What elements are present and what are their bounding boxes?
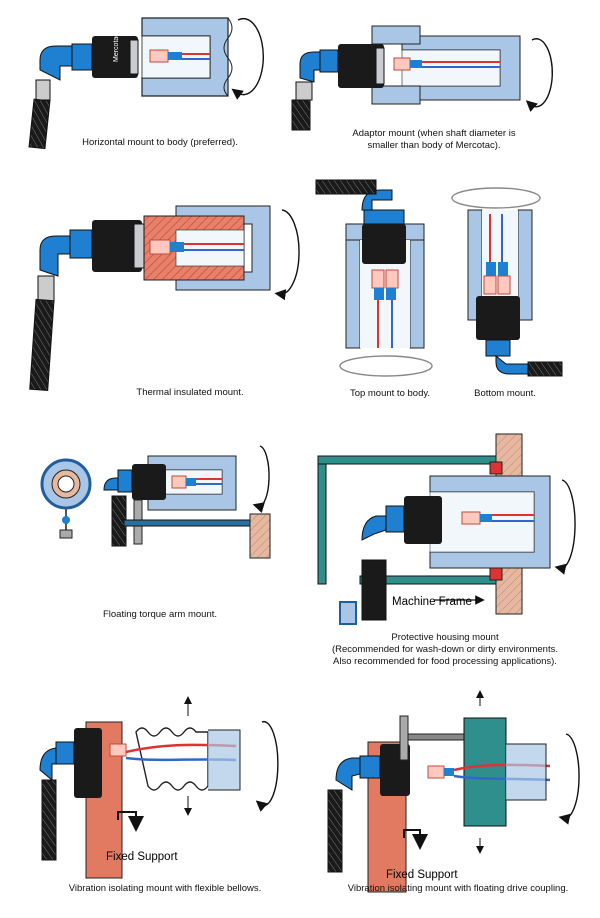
diagram-top-mount	[315, 179, 433, 377]
rotation-arrow-icon	[252, 445, 270, 513]
rotation-arrow-icon	[554, 479, 576, 575]
rotation-arrow-icon	[255, 720, 279, 812]
diagram-thermal-mount	[29, 205, 300, 392]
label-machine-frame: Machine Frame	[392, 596, 472, 608]
caption-top-mount: Top mount to body.	[349, 388, 431, 399]
rotation-arrow-icon	[558, 733, 580, 825]
caption-thermal: Thermal insulated mount.	[136, 387, 244, 398]
caption-bottom-mount: Bottom mount.	[474, 388, 536, 399]
diagram-adaptor-mount	[291, 25, 554, 131]
rotation-arrow-icon	[274, 209, 300, 301]
caption-protective-line2: (Recommended for wash-down or dirty envi…	[332, 644, 558, 655]
brand-label: Mercotac	[113, 33, 120, 62]
diagram-bellows-mount	[39, 696, 279, 879]
cable	[28, 98, 51, 150]
rotation-arrow-icon	[339, 355, 433, 377]
caption-adaptor-line1: Adaptor mount (when shaft diameter is	[352, 128, 516, 139]
label-fixed-support-right: Fixed Support	[386, 869, 458, 881]
caption-protective-line1: Protective housing mount	[391, 632, 499, 643]
caption-horizontal: Horizontal mount to body (preferred).	[82, 137, 238, 148]
caption-adaptor-line2: smaller than body of Mercotac).	[367, 140, 501, 151]
caption-floating: Floating torque arm mount.	[102, 609, 218, 620]
rotation-arrow-icon	[451, 187, 541, 209]
rotation-arrow-icon	[231, 17, 264, 100]
diagram-horizontal-mount: Mercotac	[28, 17, 264, 150]
caption-coupling: Vibration isolating mount with floating …	[347, 883, 569, 894]
diagram-floating-torque-arm	[40, 445, 271, 559]
label-fixed-support-left: Fixed Support	[106, 851, 178, 863]
torque-arm	[123, 519, 251, 527]
caption-protective-line3: Also recommended for food processing app…	[333, 656, 557, 667]
caption-bellows: Vibration isolating mount with flexible …	[68, 883, 262, 894]
diagram-bottom-mount	[451, 187, 563, 377]
rotation-arrow-icon	[525, 38, 554, 112]
diagram-coupling-mount	[327, 690, 580, 893]
mercotac-body	[92, 36, 138, 78]
diagram-protective-housing	[317, 433, 576, 625]
